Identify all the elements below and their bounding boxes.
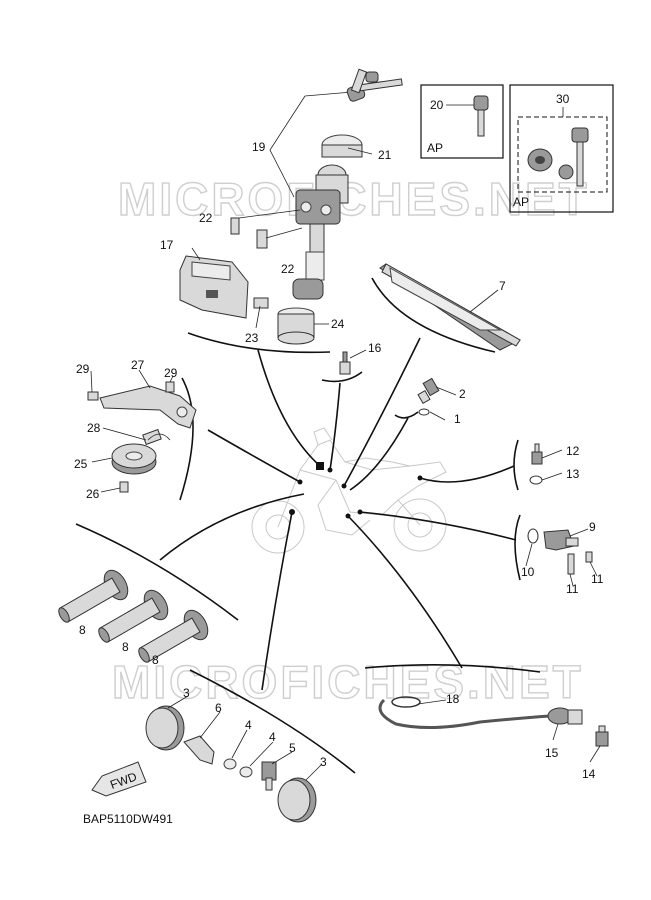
watermark-top: MICROFICHES.NET [118,173,590,225]
sensor-15 [547,707,583,725]
bolt-29b [165,381,175,393]
fwd-arrow-icon: FWD [91,761,147,797]
callout-12: 12 [566,444,580,458]
key-icon [571,127,589,187]
gasket-13 [529,475,543,485]
callout-8b: 8 [122,640,129,654]
bike-points [289,462,423,519]
callout-25: 25 [74,457,88,471]
bolt-22a [230,217,240,235]
horn-25 [111,428,162,475]
ap-box-30-number: 30 [556,92,570,106]
sensor-12 [531,443,543,465]
callout-numbers: 1 2 3 3 4 4 5 6 7 8 8 8 9 10 11 11 12 13… [74,140,604,781]
wire-28 [147,433,171,441]
callout-10: 10 [521,565,535,579]
main-switch-assembly [230,68,403,300]
callout-11b: 11 [591,572,604,586]
ap-box-20-number: 20 [430,98,444,112]
callout-21: 21 [378,148,392,162]
callout-4b: 4 [269,730,276,744]
ignition-switch-body [292,134,363,300]
collar-24 [277,307,315,345]
bracket-17 [179,255,269,319]
ap-box-20-label: AP [427,141,443,155]
bolt-29a [87,391,99,401]
diagram-code: BAP5110DW491 [83,812,173,826]
oring-1 [418,408,430,416]
callout-23: 23 [245,331,259,345]
callout-8c: 8 [152,653,159,667]
ap-box-20: 20 AP [420,84,504,159]
callout-5: 5 [289,741,296,755]
callout-13: 13 [566,467,580,481]
sensor-16 [339,351,351,375]
horn-bracket-27 [99,385,197,429]
bolt-22b [256,229,268,249]
callout-8a: 8 [79,623,86,637]
meter-assembly-7 [379,263,522,351]
keys-icon [346,68,403,102]
callout-15: 15 [545,746,559,760]
wire-harness-18 [378,696,551,730]
bolt-11b [585,551,593,563]
callout-11a: 11 [566,582,579,596]
callout-2: 2 [459,387,466,401]
callout-18: 18 [446,692,460,706]
callout-1: 1 [454,412,461,426]
callout-29b: 29 [164,366,178,380]
callout-28: 28 [87,421,101,435]
leader-lines [159,337,517,691]
callout-14: 14 [582,767,596,781]
callout-24: 24 [331,317,345,331]
motorcycle-outline [251,427,447,554]
sensor-14 [595,725,609,747]
callout-26: 26 [86,487,100,501]
cap-3b [277,777,317,823]
sensor-6 [183,735,215,765]
callout-leaders [90,147,601,781]
ap-box-30: 30 AP [509,84,614,213]
sensor-9 [543,529,579,551]
callout-19: 19 [252,140,266,154]
cap-3a [145,705,185,751]
bolt-11a [567,553,575,575]
callout-16: 16 [368,341,382,355]
callout-3b: 3 [320,755,327,769]
lock-cylinder-icon [527,148,574,180]
sensor-5 [261,761,277,791]
watermark-bottom: MICROFICHES.NET [112,656,584,708]
ignition-coils-8 [58,569,209,663]
callout-9: 9 [589,520,596,534]
callout-6: 6 [215,701,222,715]
sensor-2 [417,377,440,405]
washer-4a [223,758,237,770]
key-blank-icon [473,95,489,137]
callout-27: 27 [131,358,145,372]
callout-7: 7 [499,279,506,293]
ap-box-30-label: AP [513,195,529,209]
callout-17: 17 [160,238,174,252]
washer-4b [239,766,253,778]
group-brackets [75,277,541,774]
callout-29a: 29 [76,362,90,376]
callout-4a: 4 [245,718,252,732]
nut-26 [119,481,129,493]
callout-3a: 3 [183,686,190,700]
oring-10 [527,528,539,544]
callout-22b: 22 [281,262,295,276]
callout-22a: 22 [199,211,213,225]
